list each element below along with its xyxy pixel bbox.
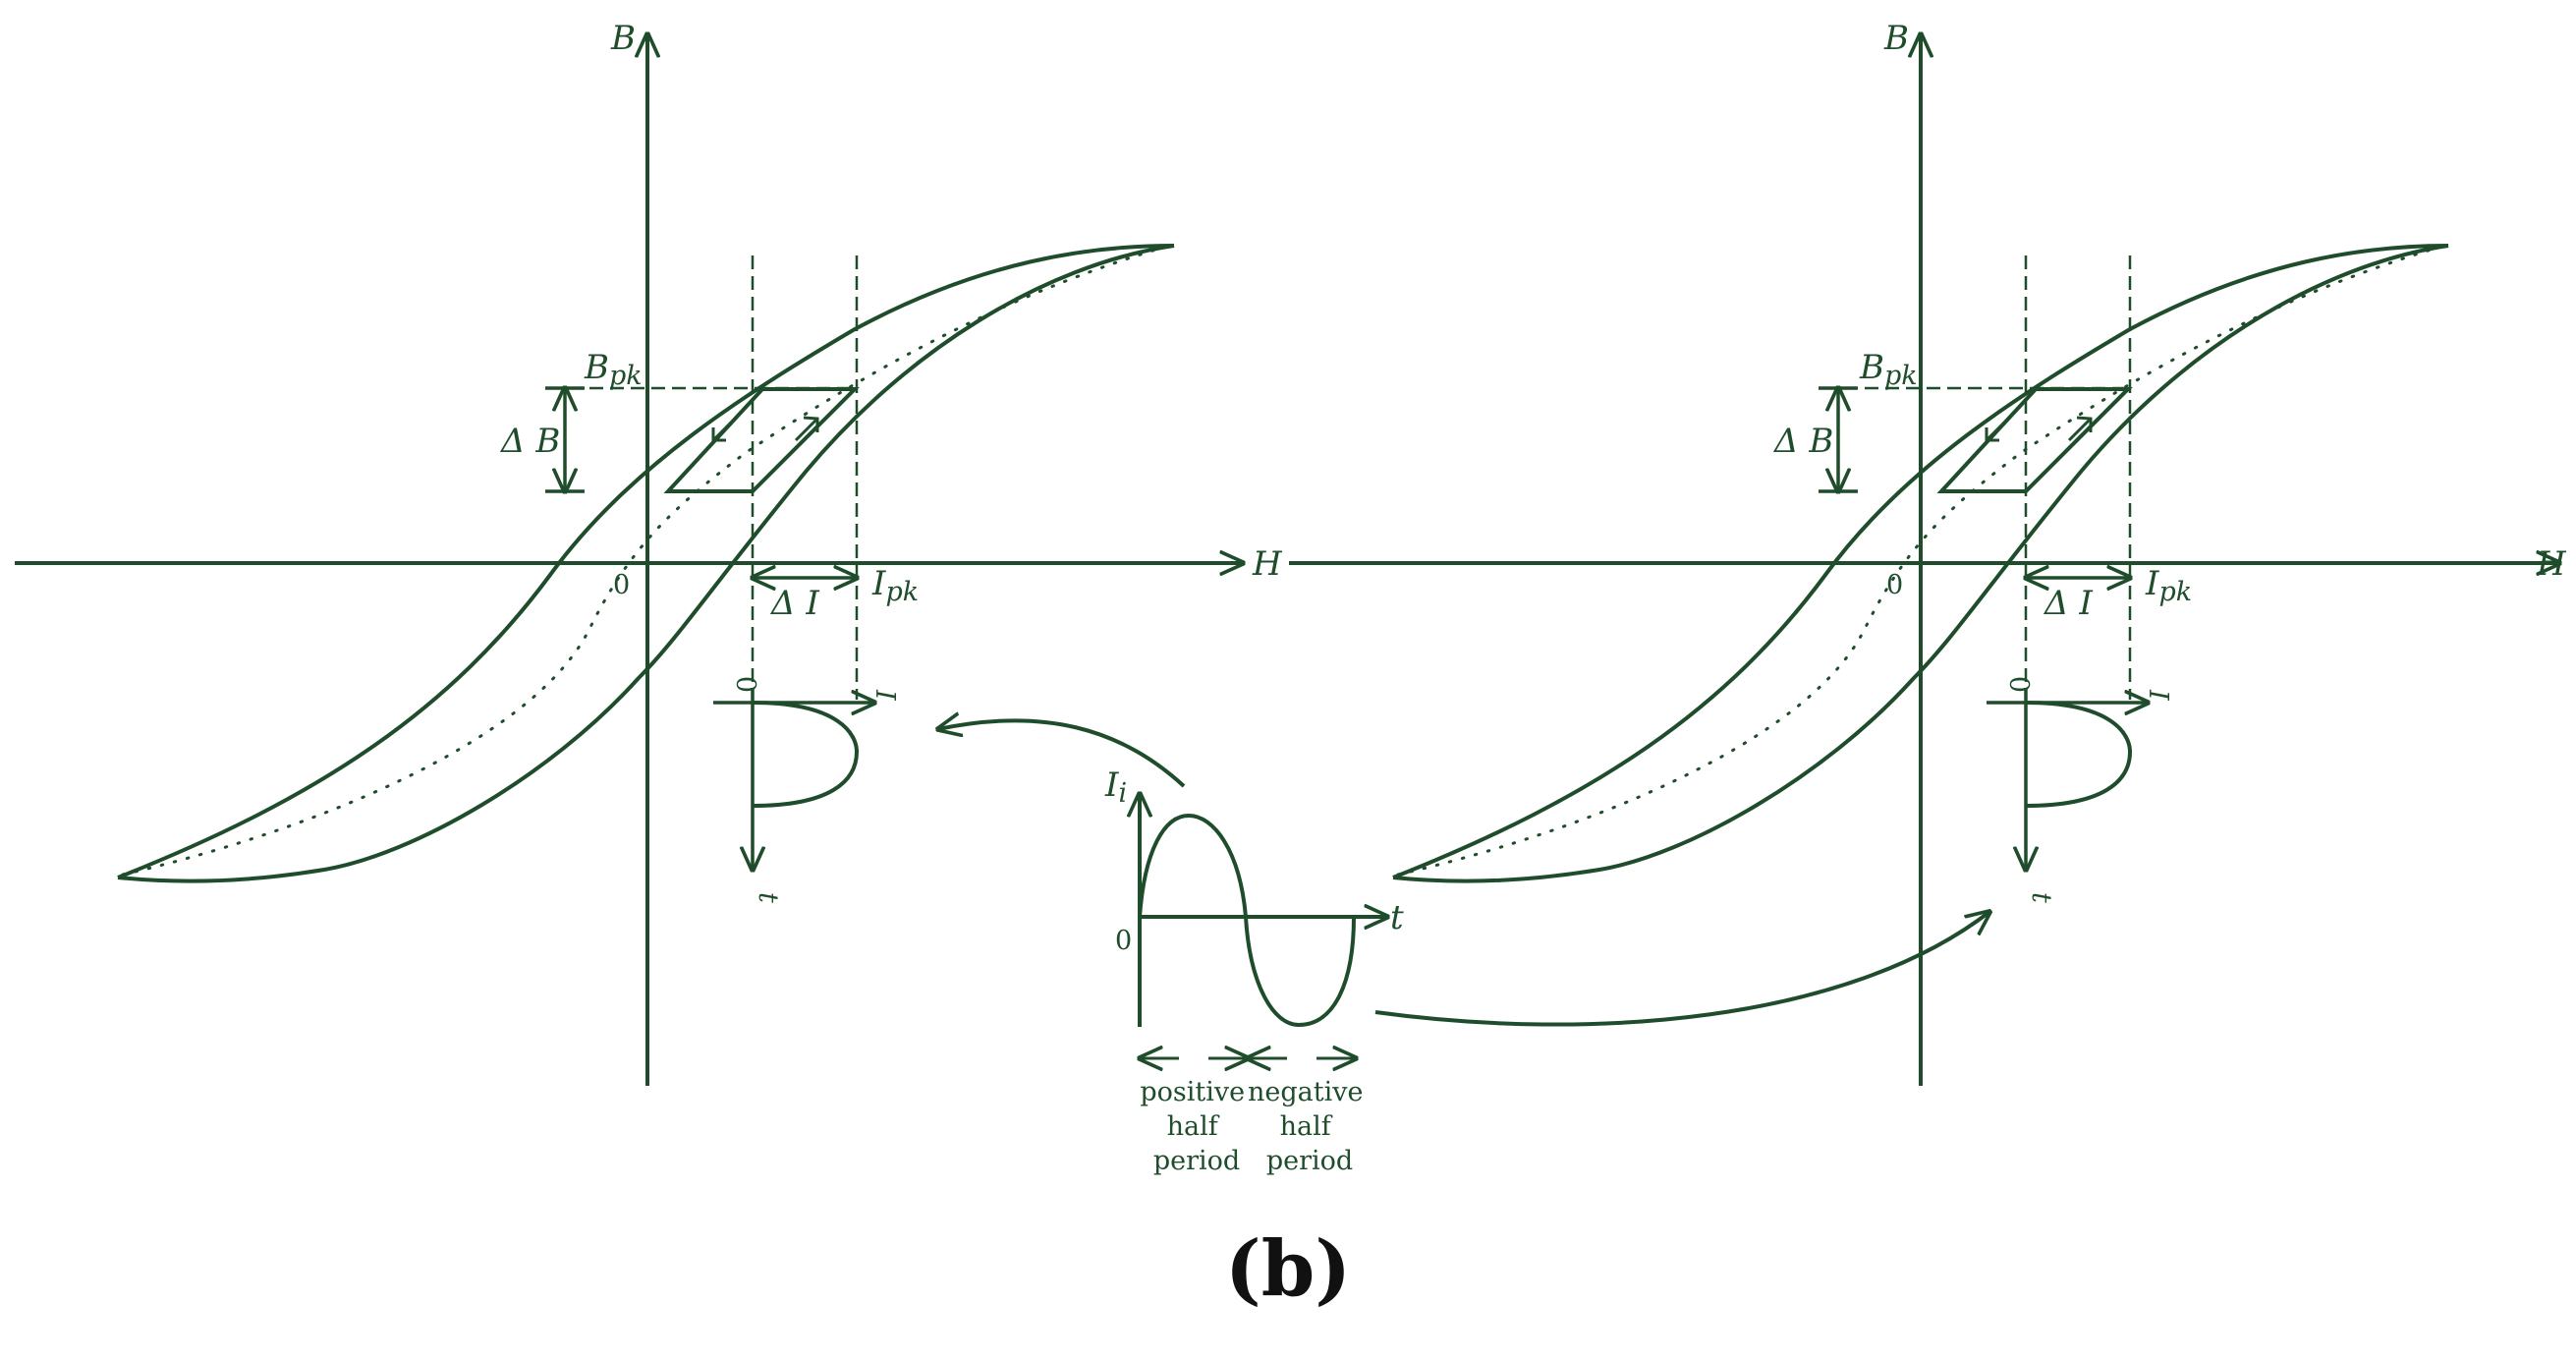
wave-xlabel: t bbox=[1390, 898, 1404, 937]
right-initial-magnetization-curve bbox=[1396, 244, 2446, 877]
wave-positive-half bbox=[1138, 813, 1248, 918]
left-origin-label: 0 bbox=[613, 570, 630, 600]
figure-caption: (b) bbox=[1225, 1224, 1351, 1314]
right-bpk-label: Bpk bbox=[1859, 348, 1918, 391]
left-minor-loop-arrow-down bbox=[711, 421, 733, 442]
left-hysteresis-upper-branch bbox=[117, 244, 1175, 879]
left-bpk-label: Bpk bbox=[584, 348, 643, 391]
left-inset-i-label: I bbox=[869, 689, 900, 702]
right-inset-i-label: I bbox=[2143, 689, 2173, 702]
left-hysteresis-lower-branch bbox=[117, 244, 1175, 883]
left-ipk-label: Ipk bbox=[871, 564, 919, 607]
left-minor-loop-arrow-up bbox=[794, 416, 819, 442]
left-axis-h-label: H bbox=[1252, 544, 1283, 584]
right-minor-loop bbox=[1936, 387, 2133, 493]
wave-origin-label: 0 bbox=[1115, 926, 1132, 956]
right-inset-current-pulse bbox=[2025, 701, 2133, 808]
left-inset-current-pulse bbox=[752, 701, 860, 808]
right-panel bbox=[1289, 34, 2559, 1086]
left-panel bbox=[15, 34, 1243, 1086]
negative-half-period-label: negative half period bbox=[1248, 1077, 1372, 1176]
wave-ylabel: Ii bbox=[1104, 765, 1127, 809]
left-inset-zero-label: 0 bbox=[733, 676, 763, 693]
source-waveform bbox=[938, 720, 1989, 1058]
transfer-arrow-to-right bbox=[1374, 912, 1989, 1027]
right-axis-b-label: B bbox=[1883, 19, 1909, 58]
transfer-arrow-to-left bbox=[938, 720, 1186, 788]
right-hysteresis-upper-branch bbox=[1392, 244, 2449, 879]
left-initial-magnetization-curve bbox=[121, 244, 1171, 877]
right-axis-h-label: H bbox=[2536, 544, 2567, 584]
left-axis-b-label: B bbox=[610, 19, 636, 58]
right-minor-loop-arrow-up bbox=[2067, 416, 2093, 442]
right-inset-zero-label: 0 bbox=[2006, 676, 2037, 693]
right-hysteresis-lower-branch bbox=[1392, 244, 2449, 883]
positive-half-period-label: positive half period bbox=[1140, 1077, 1253, 1176]
right-minor-loop-arrow-down bbox=[1985, 421, 2006, 442]
left-delta-b-label: Δ B bbox=[499, 422, 560, 461]
wave-negative-half bbox=[1244, 916, 1356, 1028]
right-origin-label: 0 bbox=[1886, 570, 1903, 600]
right-delta-b-label: Δ B bbox=[1772, 422, 1833, 461]
left-inset-t-label: t bbox=[753, 892, 783, 903]
right-inset-t-label: t bbox=[2026, 892, 2056, 903]
right-delta-i-label: Δ I bbox=[2043, 584, 2093, 623]
right-ipk-label: Ipk bbox=[2145, 564, 2192, 607]
left-minor-loop bbox=[663, 387, 860, 493]
left-delta-i-label: Δ I bbox=[769, 584, 819, 623]
